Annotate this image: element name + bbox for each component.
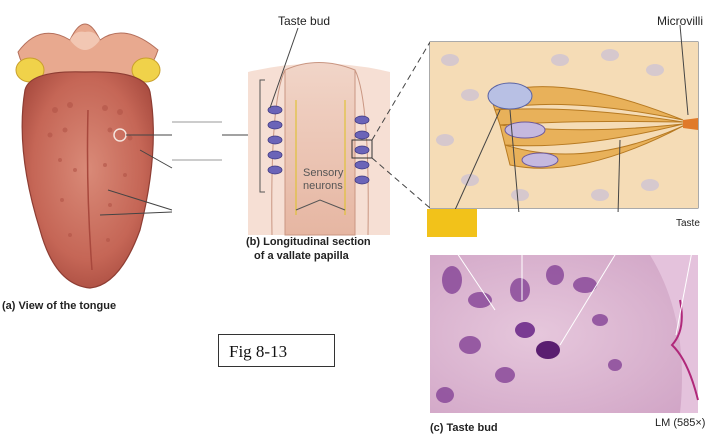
panel-b-caption-2: of a vallate papilla [254, 250, 349, 262]
figure-number: Fig 8-13 [229, 342, 288, 361]
panel-c-caption: (c) Taste bud [430, 422, 498, 434]
figure-number-box: Fig 8-13 [218, 334, 335, 367]
magnification-label: LM (585×) [655, 417, 706, 429]
blank-label-box-3 [172, 205, 222, 221]
label-sensory: Sensory [303, 167, 344, 179]
taste-bud-illustration [429, 24, 699, 226]
panel-b-caption-1: (b) Longitudinal section [246, 236, 371, 248]
tongue-illustration [15, 23, 262, 289]
label-microvilli: Microvilli [657, 14, 703, 28]
highlighted-label-box [427, 209, 477, 237]
label-neurons: neurons [303, 180, 343, 192]
blank-label-box-1 [510, 212, 582, 238]
label-taste-partial: Taste [676, 218, 700, 229]
label-taste-bud: Taste bud [278, 14, 331, 28]
papilla-section [248, 27, 431, 236]
panel-a-caption: (a) View of the tongue [2, 300, 117, 312]
blank-label-box-2 [592, 212, 652, 238]
histology-micrograph [430, 219, 699, 413]
